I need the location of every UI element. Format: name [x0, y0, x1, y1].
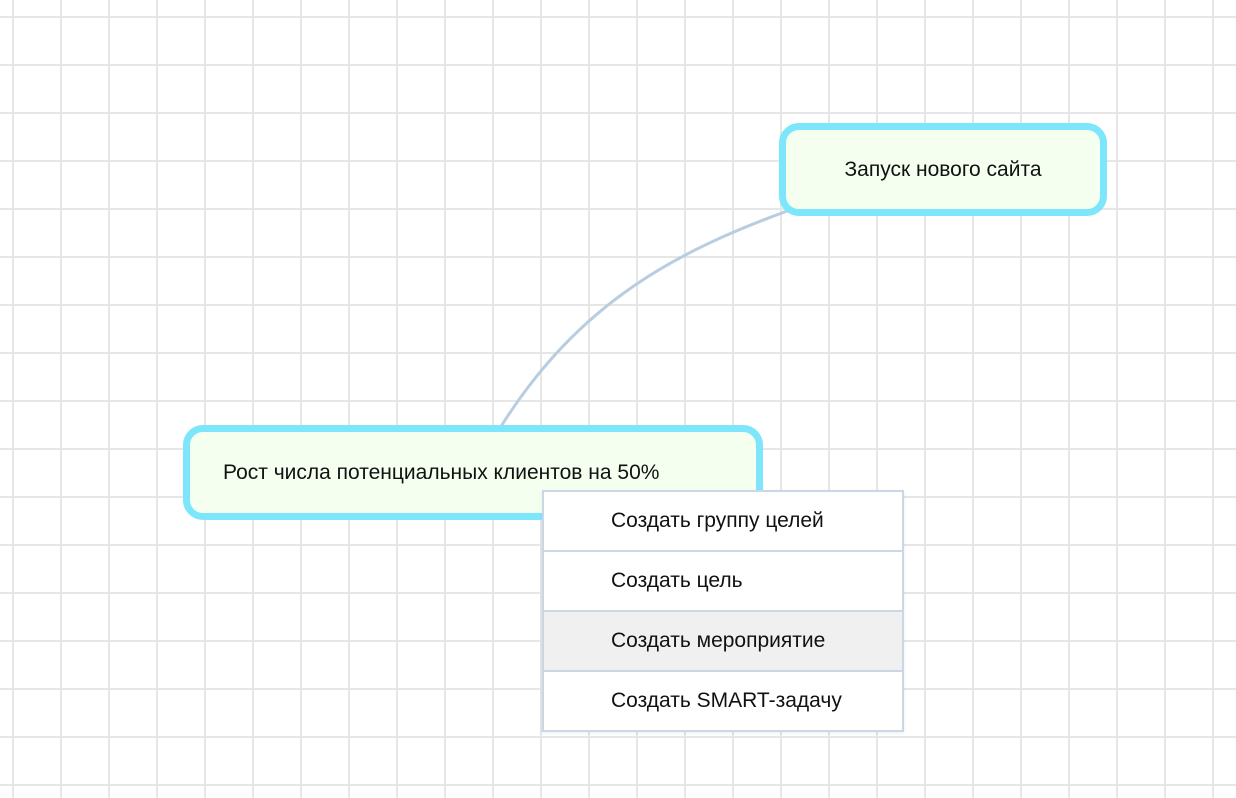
menu-item-label: Создать цель: [611, 569, 743, 592]
menu-item-label: Создать SMART-задачу: [611, 689, 842, 712]
menu-item-create-goal-group[interactable]: Создать группу целей: [544, 492, 902, 552]
goal-node-label: Рост числа потенциальных клиентов на 50%: [223, 460, 660, 484]
menu-item-create-goal[interactable]: Создать цель: [544, 552, 902, 612]
menu-item-label: Создать мероприятие: [611, 629, 826, 652]
connector-line: [498, 208, 792, 430]
menu-item-create-smart-task[interactable]: Создать SMART-задачу: [544, 672, 902, 730]
goal-node-site-launch[interactable]: Запуск нового сайта: [779, 123, 1107, 216]
goal-node-label: Запуск нового сайта: [844, 157, 1042, 181]
menu-item-label: Создать группу целей: [611, 509, 824, 532]
menu-item-create-event[interactable]: Создать мероприятие: [544, 612, 902, 672]
context-menu: Создать группу целей Создать цель Создат…: [542, 490, 904, 732]
